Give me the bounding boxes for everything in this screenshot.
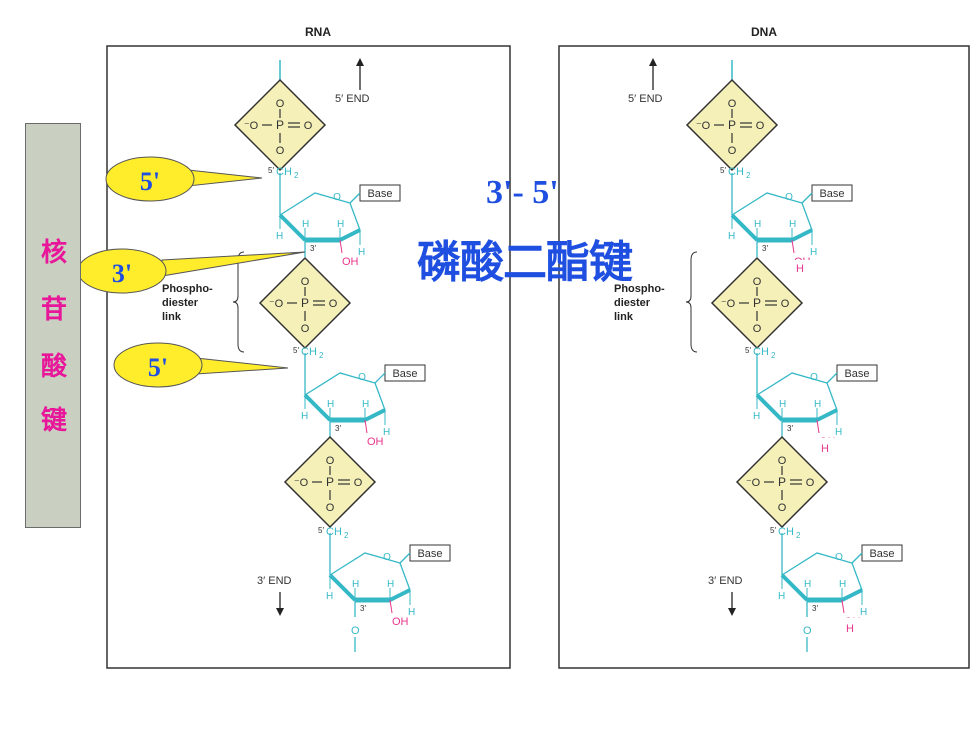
dna-3end-label: 3′ END: [708, 575, 743, 587]
rna-5end-label: 5′ END: [335, 93, 370, 105]
rna-terminal-o: O: [351, 625, 360, 637]
dna-2h-2: H: [821, 443, 829, 455]
dna-phospho-line3: link: [614, 311, 634, 323]
callout-3prime-text: 3': [112, 259, 132, 288]
dna-2prime-h-overlay: H H H: [790, 260, 870, 635]
callout-5prime-bottom: 5': [113, 342, 289, 388]
side-char-4: 键: [40, 406, 67, 436]
center-label-line2: 磷酸二酯键: [417, 237, 633, 288]
callout-3prime: 3': [77, 248, 306, 294]
dna-phospho-line2: diester: [614, 297, 651, 309]
dna-strand: 5′ END O 3′ END Phospho- diester link: [614, 58, 902, 652]
dna-title: DNA: [751, 25, 777, 39]
rna-phospho-line3: link: [162, 311, 182, 323]
dna-phosphodiester-bracket: [685, 251, 698, 353]
dna-5end-label: 5′ END: [628, 93, 663, 105]
callout-5prime-bottom-text: 5': [148, 353, 168, 382]
side-char-3: 酸: [40, 352, 67, 382]
dna-2h-1: H: [796, 263, 804, 275]
side-char-2: 苷: [40, 295, 67, 325]
callout-5prime-top: 5': [105, 156, 263, 202]
dna-2h-3: H: [846, 623, 854, 635]
callout-5prime-top-text: 5': [140, 167, 160, 196]
dna-phospho-line1: Phospho-: [614, 283, 665, 295]
rna-strand: 5′ END O 3′ END Phospho- diester link: [162, 58, 450, 652]
center-label-line1: 3'- 5': [486, 174, 559, 211]
rna-title: RNA: [305, 25, 331, 39]
side-char-1: 核: [40, 238, 67, 268]
rna-phospho-line1: Phospho-: [162, 283, 213, 295]
rna-phospho-line2: diester: [162, 297, 199, 309]
dna-terminal-o: O: [803, 625, 812, 637]
rna-3end-label: 3′ END: [257, 575, 292, 587]
side-label-box: 核 苷 酸 键: [25, 123, 81, 528]
